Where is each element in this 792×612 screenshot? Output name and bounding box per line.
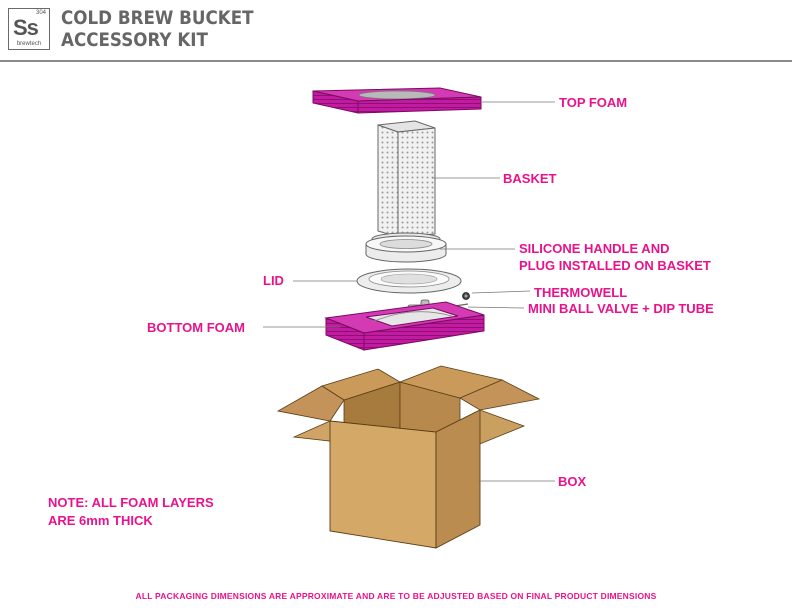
title-line-2: ACCESSORY KIT [61, 29, 208, 51]
silicone-plug [365, 235, 447, 263]
leader-valve [467, 306, 525, 309]
leader-thermowell [471, 290, 531, 294]
thermowell [462, 292, 470, 300]
note-line-1: NOTE: ALL FOAM LAYERS [48, 495, 214, 510]
label-lid: LID [263, 273, 284, 288]
header-divider [0, 60, 792, 62]
brand-logo: 304 Ss brewtech [8, 8, 50, 50]
label-silicone-line-1: SILICONE HANDLE AND [519, 241, 670, 256]
label-basket: BASKET [503, 171, 557, 186]
cardboard-box [276, 365, 541, 549]
label-silicone: SILICONE HANDLE AND PLUG INSTALLED ON BA… [519, 240, 711, 274]
lid [356, 268, 462, 294]
foam-note: NOTE: ALL FOAM LAYERS ARE 6mm THICK [48, 494, 214, 530]
footer-disclaimer: ALL PACKAGING DIMENSIONS ARE APPROXIMATE… [135, 591, 657, 601]
basket [371, 120, 441, 246]
label-valve: MINI BALL VALVE + DIP TUBE [528, 301, 714, 316]
label-thermowell: THERMOWELL [534, 285, 628, 300]
top-foam [312, 87, 482, 114]
page-title: COLD BREW BUCKET ACCESSORY KIT [61, 7, 254, 51]
note-line-2: ARE 6mm THICK [48, 513, 153, 528]
label-top-foam: TOP FOAM [559, 95, 628, 110]
label-bottom-foam: BOTTOM FOAM [147, 320, 245, 335]
logo-symbol: Ss [13, 15, 39, 40]
logo-number: 304 [35, 10, 46, 16]
label-box: BOX [558, 474, 587, 489]
bottom-foam [324, 301, 485, 351]
title-line-1: COLD BREW BUCKET [61, 7, 254, 29]
label-silicone-line-2: PLUG INSTALLED ON BASKET [519, 258, 711, 273]
logo-name: brewtech [16, 41, 42, 47]
